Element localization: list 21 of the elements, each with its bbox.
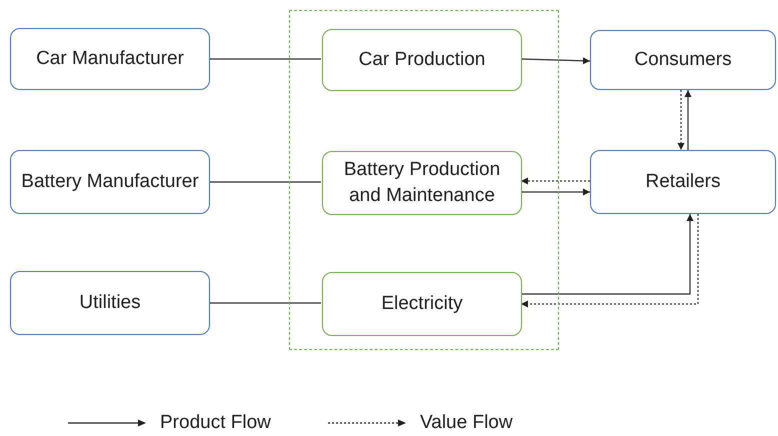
arrow xyxy=(521,188,590,196)
process-box: Car Manufacturer xyxy=(10,28,210,90)
legend-label: Product Flow xyxy=(160,412,271,434)
process-box: Electricity xyxy=(322,272,522,336)
arrow xyxy=(684,90,692,150)
process-box: Battery Manufacturer xyxy=(10,150,210,214)
group-boundary xyxy=(289,10,559,350)
arrow xyxy=(678,90,684,150)
legend-label: Value Flow xyxy=(420,412,513,434)
connector-line xyxy=(210,58,321,60)
arrow xyxy=(520,57,590,64)
process-box: Utilities xyxy=(10,271,210,335)
arrow xyxy=(521,178,590,184)
process-box: Battery Production and Maintenance xyxy=(322,151,522,215)
arrow xyxy=(521,214,699,308)
connector-line xyxy=(210,302,321,304)
process-box: Consumers xyxy=(590,30,776,90)
arrow xyxy=(521,214,694,295)
connector-line xyxy=(210,181,321,183)
process-box: Car Production xyxy=(322,29,522,91)
process-box: Retailers xyxy=(590,150,776,214)
